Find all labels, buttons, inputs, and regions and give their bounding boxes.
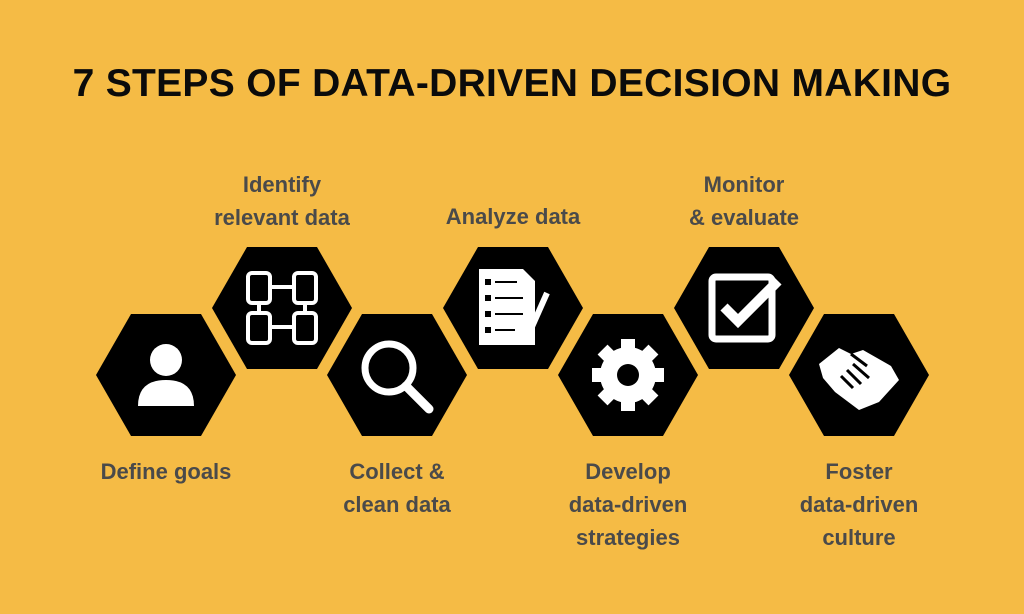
joined-hands-icon xyxy=(246,271,318,345)
step-1-hexagon xyxy=(96,314,236,436)
label-line: Foster xyxy=(825,459,893,484)
label-line: Analyze data xyxy=(445,204,581,229)
label-line: relevant data xyxy=(214,205,350,230)
magnifier-icon xyxy=(361,340,434,414)
page-title: 7 STEPS OF DATA-DRIVEN DECISION MAKING xyxy=(72,62,952,105)
step-7-label: Foster data-driven culture xyxy=(749,455,969,554)
user-icon xyxy=(138,344,194,406)
label-line: data-driven xyxy=(568,492,688,517)
step-4-hexagon xyxy=(443,247,583,369)
step-2-label: Identify relevant data xyxy=(172,168,392,234)
label-line: Collect & xyxy=(349,459,445,484)
label-line: strategies xyxy=(576,525,680,550)
label-line: Identify xyxy=(242,172,322,197)
step-3-hexagon xyxy=(327,314,467,436)
checkbox-icon xyxy=(708,273,782,343)
label-line: data-driven xyxy=(799,492,919,517)
label-line: Develop xyxy=(585,459,671,484)
step-6-label: Monitor & evaluate xyxy=(634,168,854,234)
document-checklist-icon xyxy=(479,269,550,345)
step-4-label: Analyze data xyxy=(403,200,623,233)
label-line: culture xyxy=(822,525,896,550)
label-line: Define goals xyxy=(100,459,232,484)
step-1-label: Define goals xyxy=(56,455,276,488)
label-line: clean data xyxy=(343,492,451,517)
handshake-icon xyxy=(819,348,899,410)
label-line: Monitor xyxy=(703,172,785,197)
step-2-hexagon xyxy=(212,247,352,369)
step-5-hexagon xyxy=(558,314,698,436)
step-5-label: Develop data-driven strategies xyxy=(518,455,738,554)
label-line: & evaluate xyxy=(688,205,800,230)
step-6-hexagon xyxy=(674,247,814,369)
gear-icon xyxy=(592,339,664,411)
step-3-label: Collect & clean data xyxy=(287,455,507,521)
step-7-hexagon xyxy=(789,314,929,436)
